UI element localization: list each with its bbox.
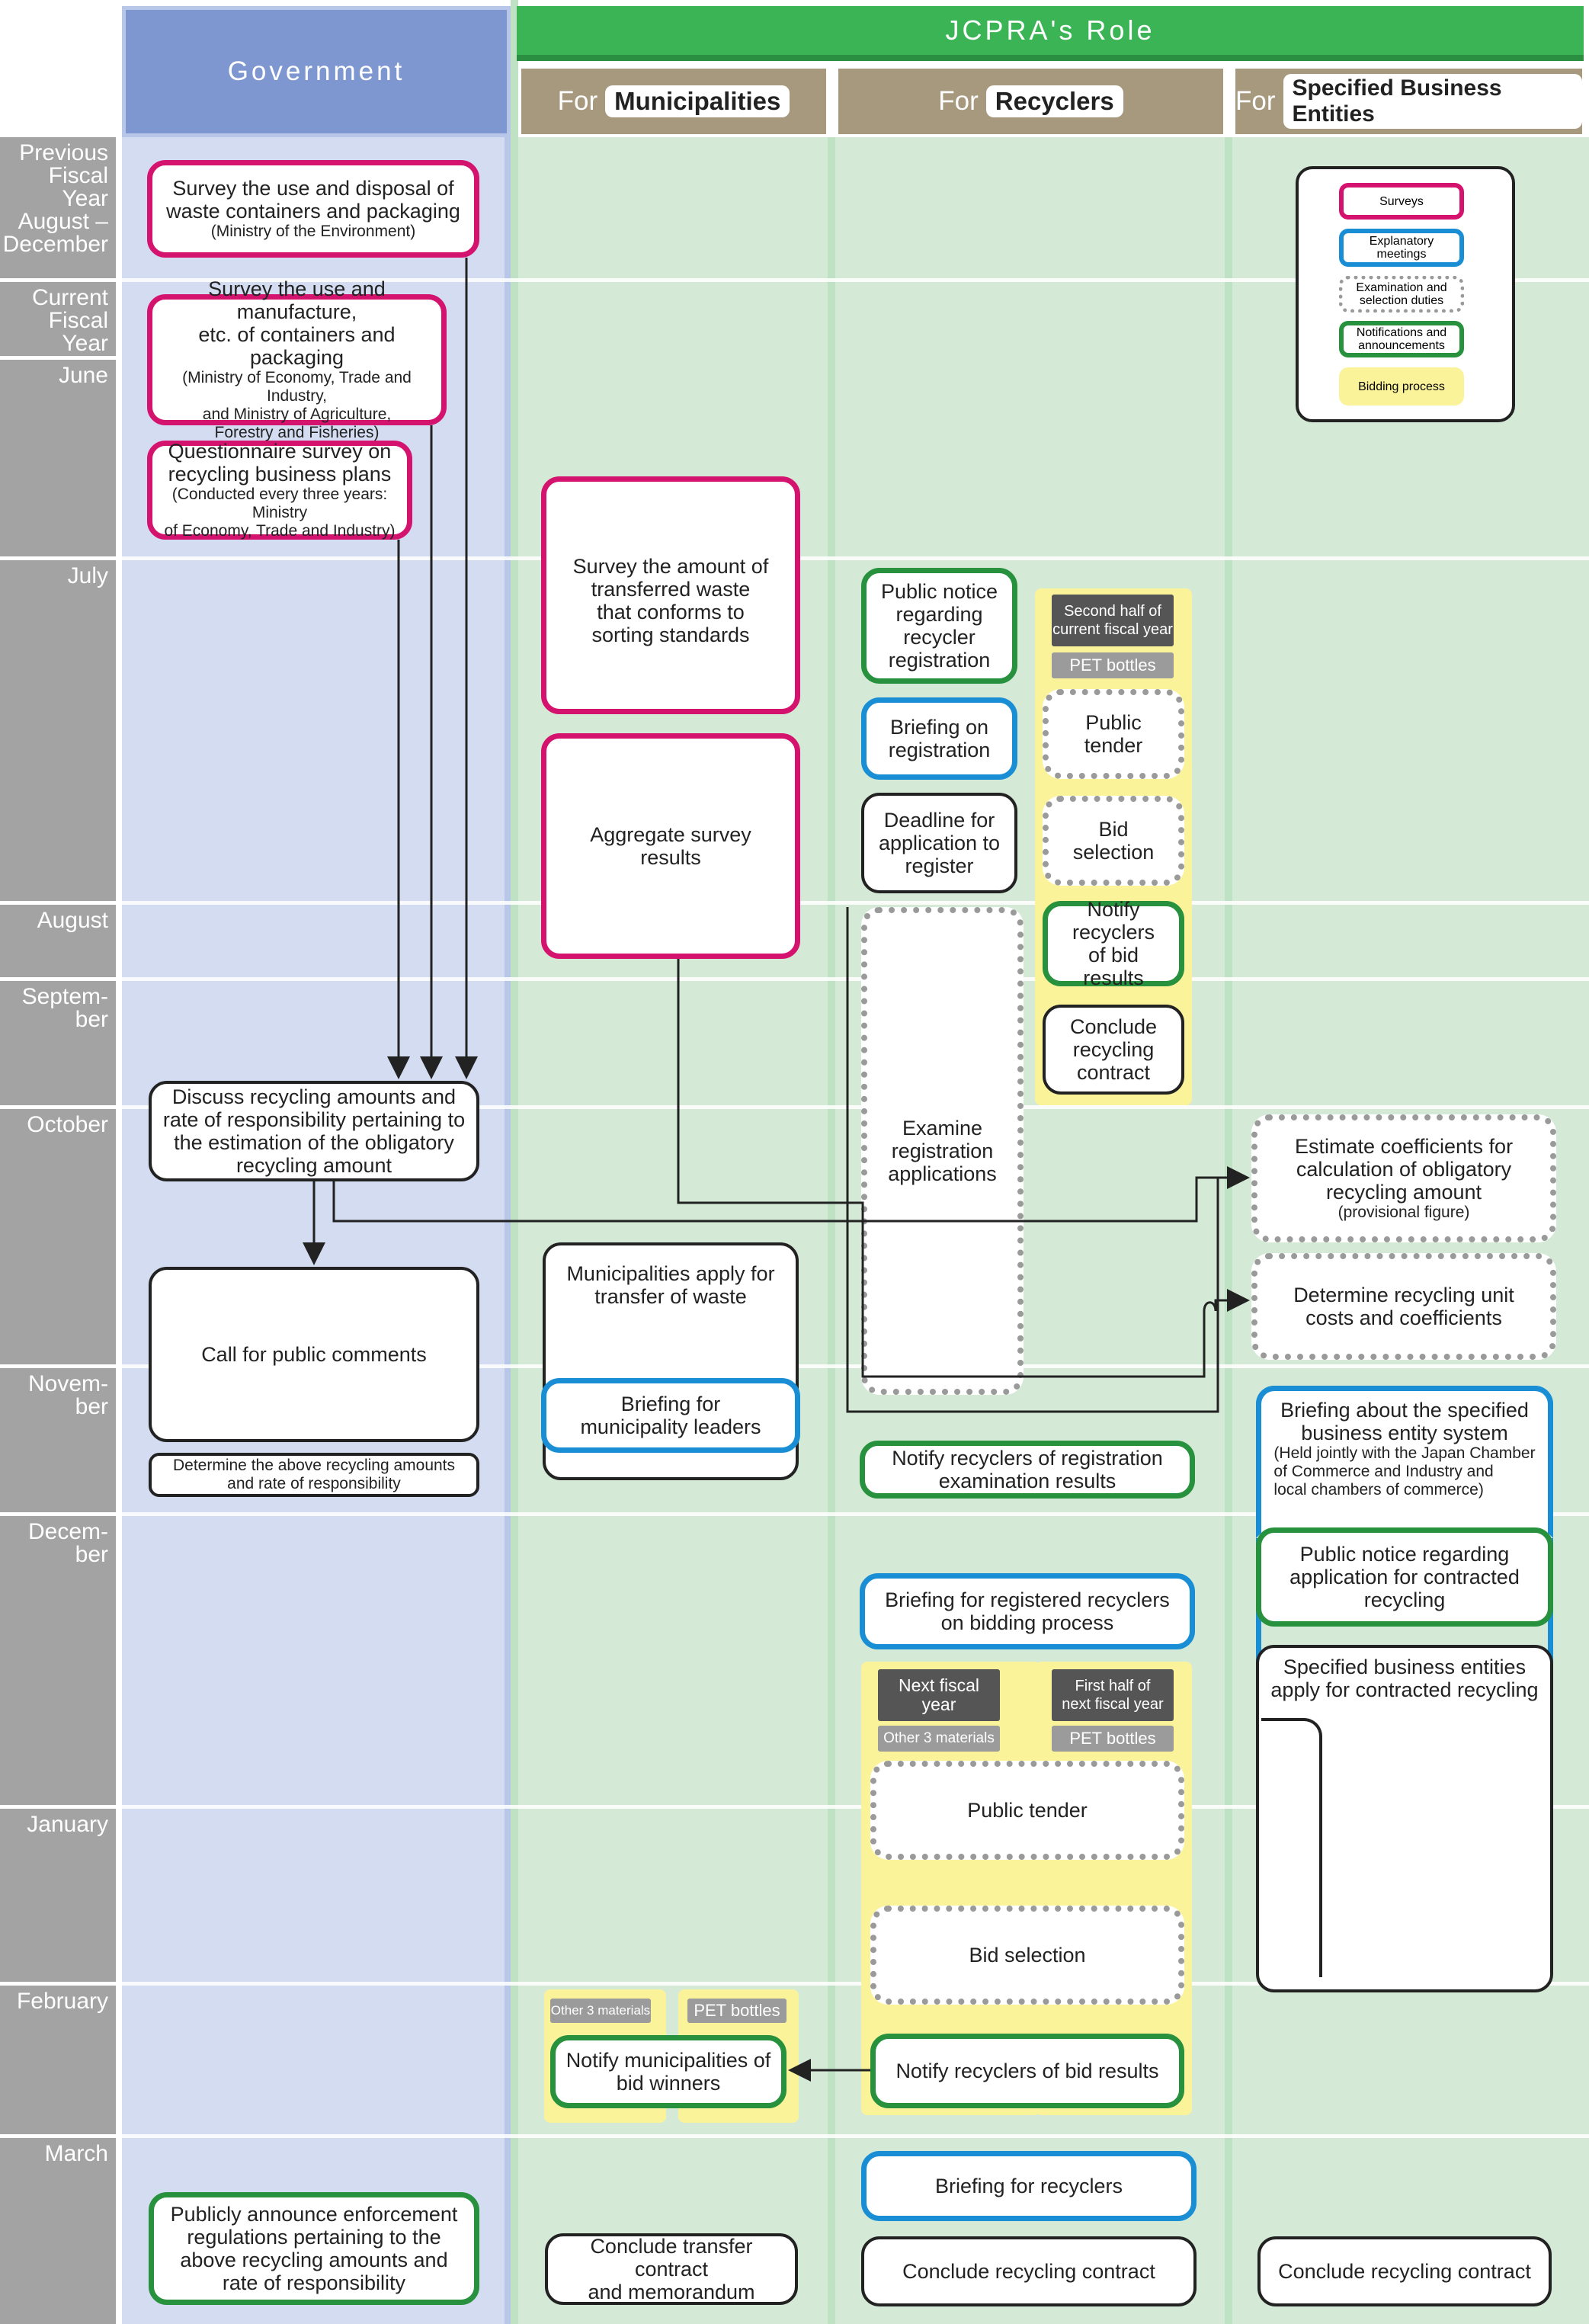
briefing-specified-box: Briefing about the specified business en… [1256, 1386, 1553, 1538]
survey-environment-text: Survey the use and disposal of waste con… [166, 177, 460, 223]
row-separator [122, 1364, 1589, 1368]
survey-meti-sub: (Ministry of Economy, Trade and Industry… [182, 369, 412, 441]
month-december: Decem- ber [0, 1516, 116, 1805]
jcpra-header: JCPRA's Role [517, 6, 1584, 61]
row-separator [122, 556, 1589, 560]
municipalities-pill: Municipalities [605, 85, 790, 117]
briefing-leaders-box: Briefing for municipality leaders [541, 1378, 800, 1453]
muni-tag-other3: Other 3 materials [550, 1999, 651, 2023]
specified-pill: Specified Business Entities [1283, 74, 1582, 129]
pet-tag-second: PET bottles [1052, 1726, 1174, 1752]
lane-divider [1225, 137, 1232, 2324]
publicly-announce-box: Publicly announce enforcement regulation… [149, 2192, 479, 2305]
first-half-tag: First half of next fiscal year [1052, 1669, 1174, 1721]
survey-environment-sub: (Ministry of the Environment) [210, 223, 416, 240]
survey-environment-box: Survey the use and disposal of waste con… [147, 160, 479, 258]
row-separator [122, 1512, 1589, 1516]
legend-explanatory: Explanatory meetings [1339, 229, 1464, 267]
questionnaire-text: Questionnaire survey on recycling busine… [168, 440, 392, 486]
briefing-recyclers-box: Briefing for recyclers [861, 2151, 1197, 2221]
bid-selection-box: Bid selection [870, 1906, 1184, 2005]
survey-amount-box: Survey the amount of transferred waste t… [541, 476, 800, 714]
estimate-coefficients-sub: (provisional figure) [1338, 1204, 1470, 1221]
lane-divider [511, 0, 518, 2324]
briefing-specified-sub: (Held jointly with the Japan Chamber of … [1273, 1444, 1536, 1499]
determine-costs-box: Determine recycling unit costs and coeff… [1251, 1253, 1556, 1360]
month-january: January [0, 1809, 116, 1982]
row-separator [122, 2134, 1589, 2138]
bid-selection-small-box: Bid selection [1043, 796, 1184, 886]
pet-tag-first: PET bottles [1052, 652, 1174, 678]
notify-registration-box: Notify recyclers of registration examina… [860, 1441, 1195, 1499]
call-comments-box: Call for public comments [149, 1267, 479, 1442]
survey-meti-box: Survey the use and manufacture, etc. of … [147, 277, 447, 441]
other3-tag: Other 3 materials [878, 1726, 1000, 1752]
deadline-box: Deadline for application to register [861, 793, 1017, 893]
month-november: Novem- ber [0, 1368, 116, 1512]
examine-box: Examine registration applications [861, 907, 1024, 1395]
line-examine [846, 907, 1219, 1413]
lane-divider [828, 137, 835, 2324]
month-october: October [0, 1109, 116, 1364]
determine-above-box: Determine the above recycling amounts an… [149, 1453, 479, 1497]
notify-bid-results-box: Notify recyclers of bid results [870, 2034, 1184, 2108]
month-current-may: Current Fiscal Year May [0, 282, 116, 378]
month-july: July [0, 560, 116, 901]
briefing-registration-box: Briefing on registration [861, 697, 1017, 780]
government-header-label: Government [227, 56, 405, 86]
row-separator [122, 1805, 1589, 1809]
notify-recyclers-small-box: Notify recyclers of bid results [1043, 898, 1184, 989]
row-separator [122, 278, 1589, 282]
legend-surveys: Surveys [1339, 183, 1464, 220]
row-separator [122, 1105, 1589, 1109]
arrow-aggregate-determine [677, 959, 1250, 1378]
estimate-coefficients-text: Estimate coefficients for calculation of… [1294, 1135, 1514, 1204]
month-previous-fiscal: Previous Fiscal Year August – December [0, 137, 116, 278]
jcpra-header-label: JCPRA's Role [945, 14, 1155, 46]
notify-bid-winners-box: Notify municipalities of bid winners [550, 2035, 786, 2108]
month-august: August [0, 905, 116, 977]
conclude-transfer-box: Conclude transfer contract and memorandu… [545, 2233, 798, 2305]
legend-examination: Examination and selection duties [1339, 276, 1464, 313]
row-separator [122, 1982, 1589, 1986]
questionnaire-sub: (Conducted every three years: Ministry o… [164, 486, 396, 540]
for-label: For [557, 86, 598, 116]
public-tender-box: Public tender [870, 1761, 1184, 1860]
month-march: March [0, 2138, 116, 2324]
recycler-public-notice-box: Public notice regarding recycler registr… [861, 568, 1017, 684]
aggregate-box: Aggregate survey results [541, 733, 800, 959]
row-separator [122, 977, 1589, 981]
legend-bidding: Bidding process [1339, 367, 1464, 405]
estimate-coefficients-box: Estimate coefficients for calculation of… [1251, 1114, 1556, 1242]
month-june: June [0, 360, 116, 556]
for-label: For [1235, 86, 1276, 116]
month-september: Septem- ber [0, 981, 116, 1105]
row-separator [122, 901, 1589, 905]
conclude-recycling-small-box: Conclude recycling contract [1043, 1005, 1184, 1095]
next-fiscal-tag: Next fiscal year [878, 1669, 1000, 1721]
briefing-registered-box: Briefing for registered recyclers on bid… [860, 1573, 1195, 1649]
discuss-box: Discuss recycling amounts and rate of re… [149, 1081, 479, 1181]
sbe-public-notice-box: Public notice regarding application for … [1256, 1527, 1553, 1627]
arrow-discuss-estimate [332, 1166, 1250, 1223]
second-half-tag: Second half of current fiscal year [1052, 595, 1174, 646]
muni-tag-pet: PET bottles [687, 1999, 786, 2023]
for-label: For [938, 86, 979, 116]
conclude-recycling-box: Conclude recycling contract [861, 2236, 1197, 2306]
government-header: Government [122, 6, 511, 137]
month-february: February [0, 1986, 116, 2134]
public-tender-small-box: Public tender [1043, 689, 1184, 779]
briefing-specified-text: Briefing about the specified business en… [1280, 1399, 1529, 1444]
survey-meti-text: Survey the use and manufacture, etc. of … [198, 277, 396, 369]
sbe-conclude-box: Conclude recycling contract [1257, 2236, 1552, 2306]
questionnaire-box: Questionnaire survey on recycling busine… [147, 440, 412, 540]
sbe-apply-notch [1261, 1718, 1322, 1977]
legend-notifications: Notifications and announcements [1339, 321, 1464, 357]
recyclers-pill: Recyclers [985, 85, 1123, 117]
